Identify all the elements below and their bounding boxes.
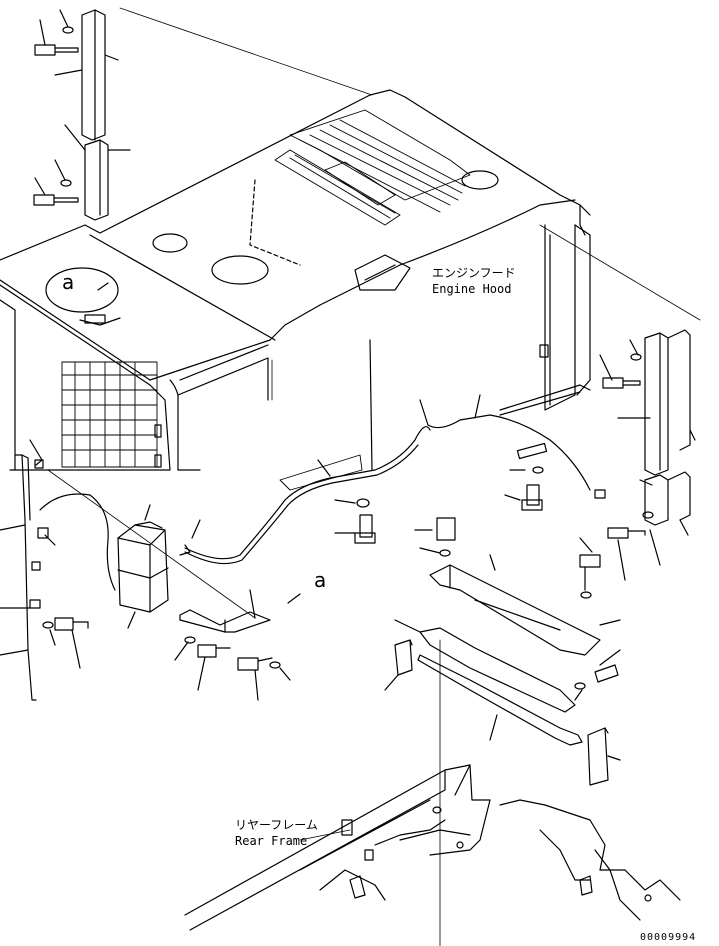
wire-harness [184, 339, 606, 565]
reference-lines [47, 7, 701, 946]
reservoir-tank [117, 504, 201, 629]
top-left-brackets [33, 9, 131, 221]
detail-ref-a-hood: a [62, 270, 75, 294]
right-side-brackets [574, 329, 696, 701]
rear-frame-label-jp: リヤーフレーム [235, 818, 318, 832]
cover-plates [384, 517, 621, 786]
engine-hood-label-en: Engine Hood [432, 282, 512, 296]
detail-ref-a-bracket: a [314, 568, 327, 592]
drawing-number: 00009994 [640, 932, 697, 943]
engine-hood [0, 89, 591, 471]
engine-hood-label-jp: エンジンフード [432, 266, 516, 280]
label-leaders [299, 829, 351, 841]
rear-frame [184, 764, 681, 931]
rear-frame-label-en: Rear Frame [235, 834, 308, 848]
left-rod-and-wiring [0, 439, 116, 701]
tank-bracket [174, 589, 301, 701]
